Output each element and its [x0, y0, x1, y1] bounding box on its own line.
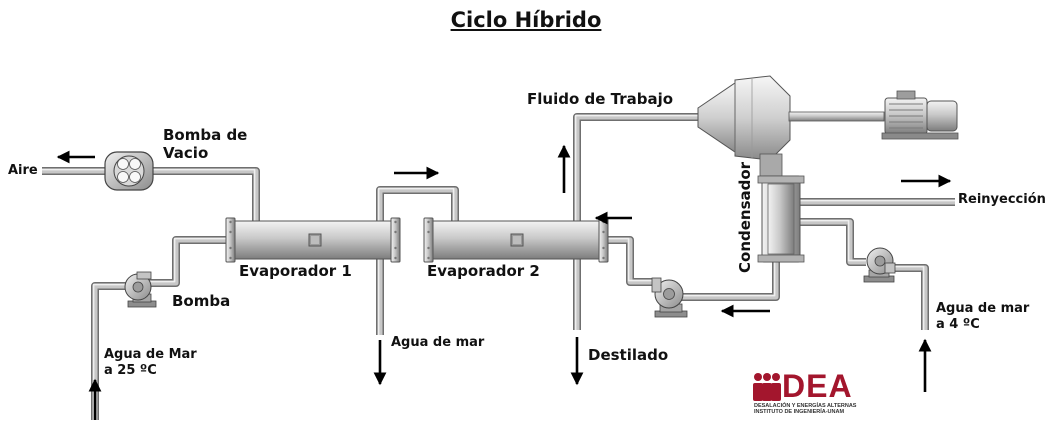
label-evaporator-2: Evaporador 2: [427, 262, 540, 280]
vacuum-pump: [104, 151, 154, 191]
pipe-pump-to-condenser: [680, 262, 780, 301]
pipe-vacuum-to-evap1: [150, 167, 260, 225]
label-evaporator-1: Evaporador 1: [239, 262, 352, 280]
dea-logo-mark: [753, 373, 781, 401]
label-seawater-4-line1: Agua de mar: [936, 301, 1030, 316]
label-seawater-25-line2: a 25 ºC: [104, 363, 157, 378]
pipe-cold-water: [893, 264, 929, 330]
pipe-vapour-riser: [573, 113, 700, 225]
generator-motor: [881, 90, 959, 140]
label-vacuum-pump-line1: Bomba de: [163, 126, 248, 144]
evaporator-1: [225, 217, 401, 263]
condenser: [757, 175, 805, 263]
flow-arrows: [56, 144, 952, 420]
pipe-coldpump-to-condenser: [800, 218, 866, 266]
label-pump: Bomba: [172, 292, 231, 310]
label-distillate: Destilado: [588, 346, 669, 364]
dea-logo: DEA DESALACIÓN Y ENERGÍAS ALTERNAS INSTI…: [752, 368, 872, 418]
dea-logo-line2: INSTITUTO DE INGENIERÍA-UNAM: [754, 409, 845, 415]
evaporator-2: [423, 217, 609, 263]
dea-logo-line1: DESALACIÓN Y ENERGÍAS ALTERNAS: [754, 403, 857, 409]
turbine: [697, 75, 885, 177]
seawater-pump: [124, 271, 157, 308]
dea-logo-word: DEA: [782, 368, 853, 404]
label-condenser: Condensador: [736, 161, 754, 273]
diagram-title: Ciclo Híbrido: [450, 8, 602, 32]
pipe-pump-to-evap1: [148, 236, 232, 287]
label-vacuum-pump-line2: Vacio: [163, 144, 209, 162]
label-seawater-25-line1: Agua de Mar: [104, 347, 197, 362]
label-seawater-4-line2: a 4 ºC: [936, 317, 980, 332]
label-seawater-outlet: Agua de mar: [391, 335, 485, 350]
dea-logo-subtitle: DESALACIÓN Y ENERGÍAS ALTERNAS INSTITUTO…: [754, 403, 856, 415]
cold-water-pump: [863, 247, 896, 283]
pipes: [42, 113, 955, 420]
label-aire: Aire: [8, 163, 38, 178]
label-reinjection: Reinyección: [958, 192, 1046, 207]
label-working-fluid: Fluido de Trabajo: [527, 90, 674, 108]
condensate-pump: [651, 277, 688, 318]
